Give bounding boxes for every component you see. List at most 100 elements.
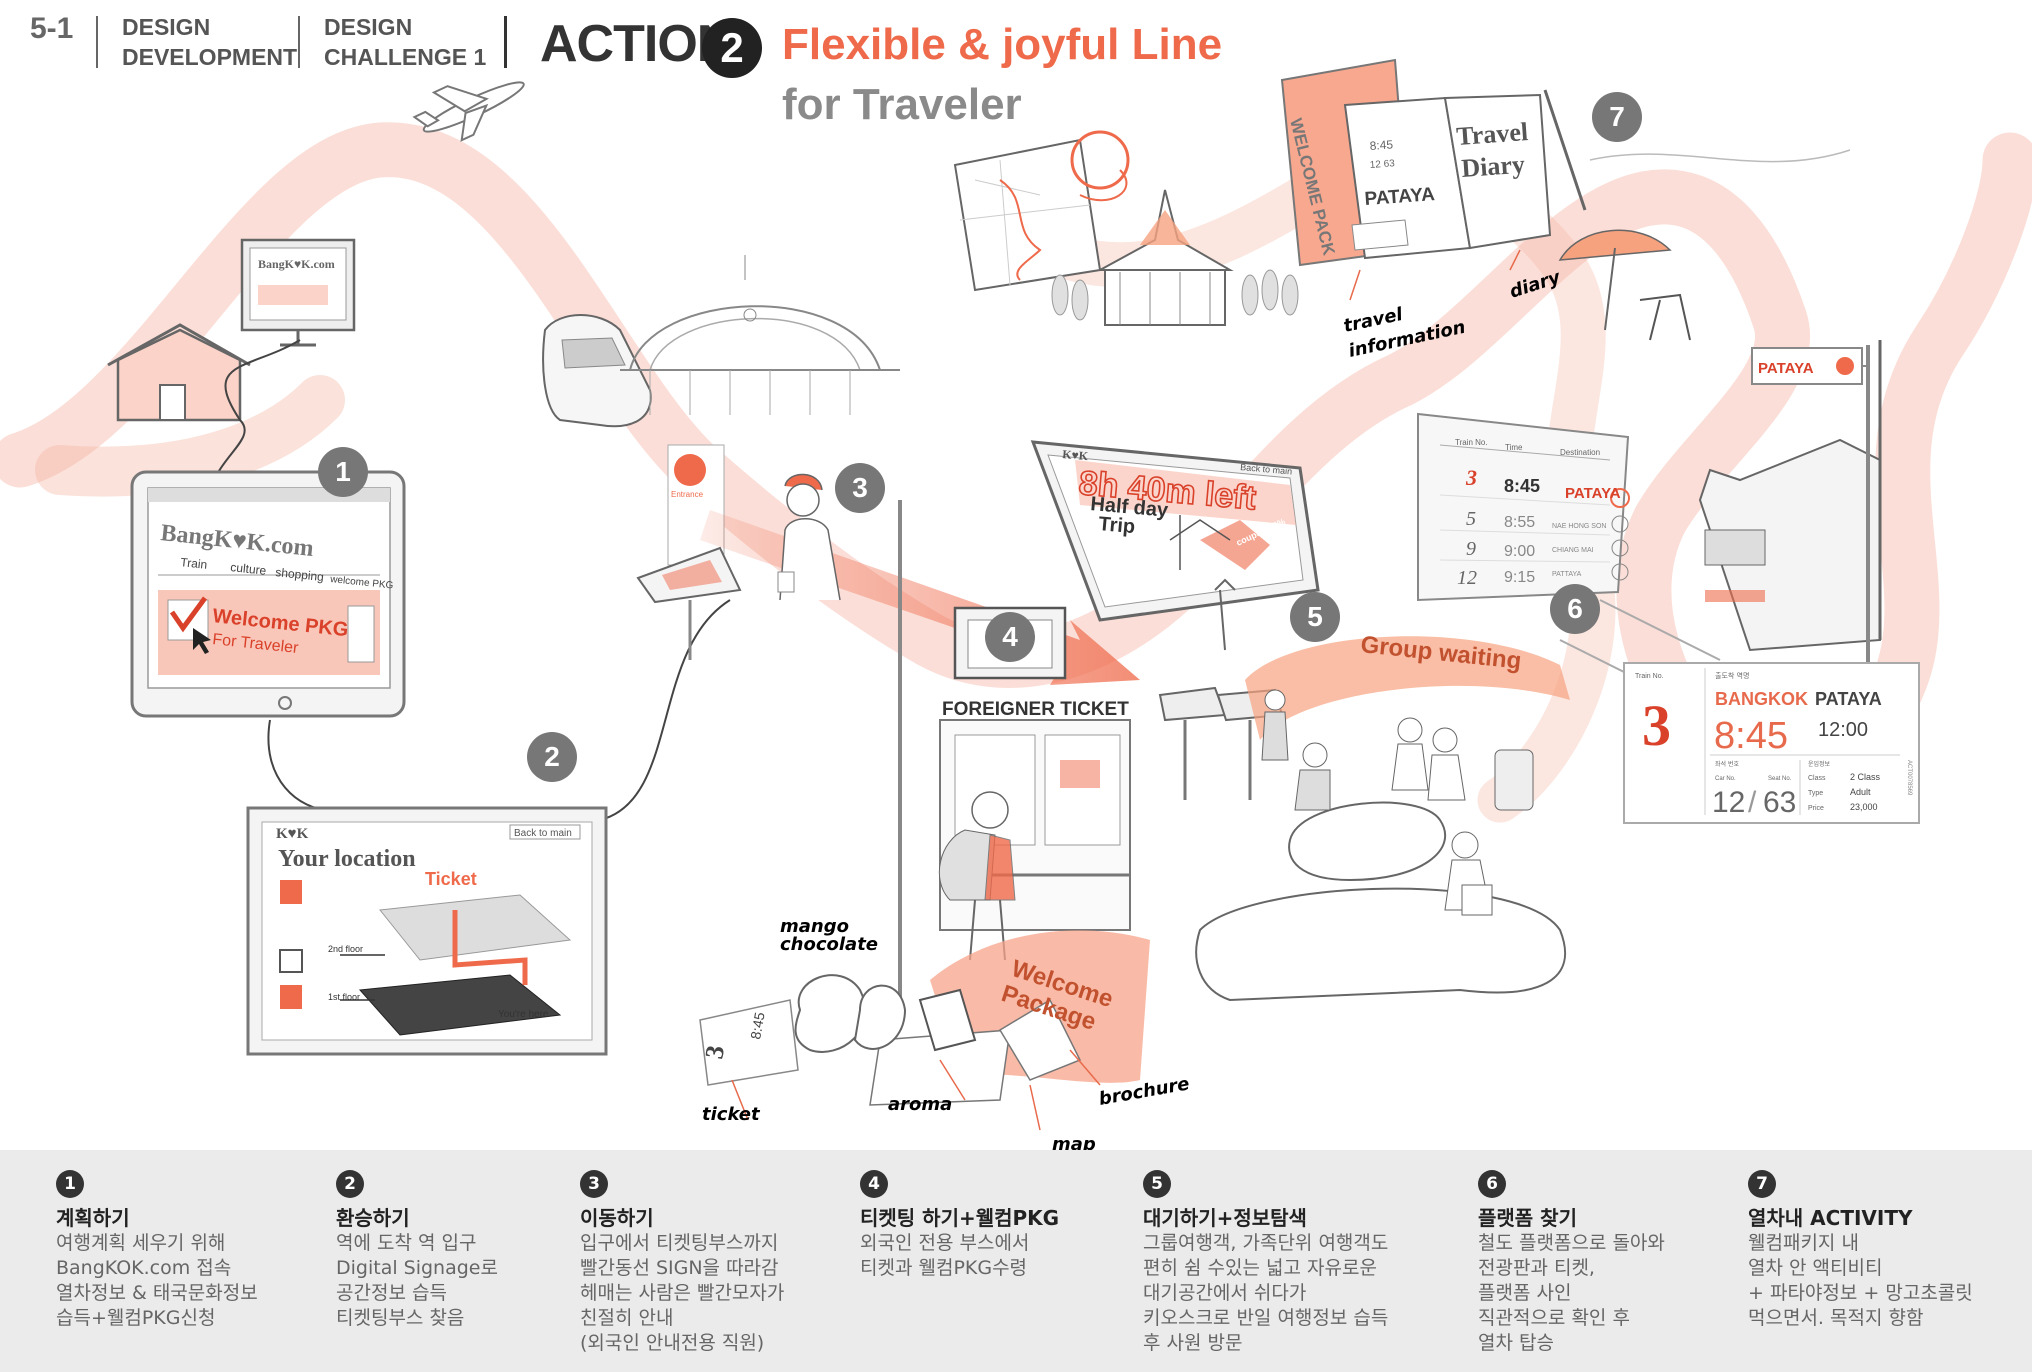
group-waiting-area (1195, 636, 1570, 1002)
step-badge-1: 1 (318, 447, 368, 497)
step-badge-6: 6 (1550, 584, 1600, 634)
ticket-slash: / (1748, 786, 1757, 819)
train-icon (1559, 340, 1882, 701)
step-column-number: 2 (336, 1170, 364, 1198)
board-col-train: Train No. (1455, 438, 1488, 447)
ticket-depart: 8:45 (1714, 715, 1788, 757)
board-row-dest: CHIANG MAI (1552, 547, 1594, 554)
board-col-time: Time (1505, 443, 1523, 452)
step-column-3: 3 이동하기 입구에서 티켓팅부스까지 빨간동선 SIGN을 따라감 헤매는 사… (580, 1170, 870, 1356)
ticket-type-value: Adult (1850, 787, 1871, 797)
step-badge-3: 3 (835, 463, 885, 513)
step-column-number: 3 (580, 1170, 608, 1198)
breadcrumb-line: DEVELOPMENT (122, 44, 298, 70)
entrance-sign (667, 444, 725, 566)
svg-text:BangK♥K.com: BangK♥K.com (258, 257, 335, 271)
step-column-title: 이동하기 (580, 1206, 654, 1230)
ticket-train-number: 3 (1642, 693, 1671, 758)
ticket-class-label: Class (1808, 775, 1826, 782)
step-column-5: 5 대기하기+정보탐색 그룹여행객, 가족단위 여행객도 편히 쉼 수있는 넓고… (1143, 1170, 1463, 1356)
location-screen (246, 806, 608, 1056)
location-ticket-label: Ticket (425, 869, 477, 889)
step-column-4: 4 티켓팅 하기+웰컴PKG 외국인 전용 부스에서 티켓과 웰컴PKG수령 (860, 1170, 1130, 1281)
note-mango: mango (780, 916, 849, 937)
journey-illustration: BangK♥K.com BangK♥K.com Train culture sh… (0, 58, 2032, 1150)
departure-board (1417, 412, 1630, 602)
ticket-train-label: Train No. (1635, 673, 1664, 680)
website-nav-shopping: shopping (275, 565, 325, 584)
header-divider (298, 16, 300, 68)
thailand-map (953, 130, 1130, 292)
board-row-time: 9:15 (1504, 569, 1535, 586)
breadcrumb-line: DESIGN (122, 14, 211, 40)
step-column-title: 플랫폼 찾기 (1478, 1206, 1577, 1230)
diary-title-2: Diary (1460, 150, 1525, 183)
step-column-7: 7 열차내 ACTIVITY 웰컴패키지 내 열차 안 액티비티 + 파타야정보… (1748, 1170, 2028, 1331)
package-ticket-time: 8:45 (747, 1011, 768, 1041)
floor-1-label: 1st floor (328, 992, 360, 1002)
train-ticket (1623, 662, 1920, 824)
kiosk-1 (636, 546, 742, 660)
board-row-no: 12 (1457, 567, 1477, 589)
location-title: Your location (278, 846, 416, 872)
step-badge-4: 4 (985, 612, 1035, 662)
ticket-seat-label: 좌석 번호 (1715, 760, 1739, 768)
website-nav-culture: culture (230, 560, 268, 578)
breadcrumb-line: CHALLENGE 1 (324, 44, 487, 70)
platform-sign-label: PATAYA (1758, 360, 1814, 377)
trip-kiosk (1030, 440, 1320, 651)
ticket-info-label: 운임정보 (1808, 760, 1831, 768)
traveler-backpack (938, 791, 1016, 961)
step-column-number: 4 (860, 1170, 888, 1198)
step-column-title: 대기하기+정보탐색 (1143, 1206, 1307, 1230)
board-row-dest: PATTAYA (1552, 571, 1582, 578)
board-row-time: 8:45 (1504, 476, 1540, 496)
location-screen-logo: K♥K (276, 826, 309, 842)
connector-line (267, 719, 331, 811)
board-row-dest: PATAYA (1565, 485, 1621, 502)
ticket-seatno-label: Seat No. (1768, 776, 1792, 782)
welcome-package (699, 930, 1150, 1131)
board-row-dest: NAE HONG SON (1552, 523, 1606, 530)
step-badge-2: 2 (527, 732, 577, 782)
page-title: Flexible & joyful Line (782, 20, 1223, 69)
board-col-dest: Destination (1560, 448, 1600, 457)
step-column-body: 입구에서 티켓팅부스까지 빨간동선 SIGN을 따라감 헤매는 사람은 빨간모자… (580, 1232, 785, 1354)
ticket-side-code: ACT0078569 (1906, 760, 1912, 796)
website-nav-train: Train (180, 555, 208, 572)
step-column-body: 여행계획 세우기 위해 BangKOK.com 접속 열차정보 & 태국문화정보… (56, 1232, 258, 1329)
journey-path-brush-3 (35, 375, 345, 497)
note-chocolate: chocolate (780, 934, 878, 955)
ticket-seat: 63 (1763, 786, 1796, 819)
floor-2-label: 2nd floor (328, 944, 363, 954)
breadcrumb-design-challenge: DESIGN CHALLENGE 1 (324, 12, 486, 72)
foreigner-ticket-sign: FOREIGNER TICKET (942, 699, 1129, 720)
board-row-no: 3 (1465, 465, 1477, 490)
connector-line (209, 339, 301, 501)
note-ticket: ticket (702, 1104, 761, 1125)
ticket-price-value: 23,000 (1850, 802, 1878, 812)
travel-diary (1280, 58, 1587, 267)
ticket-from: BANGKOK (1715, 689, 1808, 709)
guide-staff (777, 473, 841, 601)
step-column-2: 2 환승하기 역에 도착 역 입구 Digital Signage로 공간정보 … (336, 1170, 606, 1331)
ticket-class-value: 2 Class (1850, 772, 1881, 782)
desktop-monitor: BangK♥K.com (240, 238, 356, 347)
location-back-button: Back to main (514, 828, 572, 839)
step-column-body: 철도 플랫폼으로 돌아와 전광판과 티켓, 플랫폼 사인 직관적으로 확인 후 … (1478, 1232, 1665, 1354)
action-number-badge: 2 (702, 18, 762, 78)
step-column-6: 6 플랫폼 찾기 철도 플랫폼으로 돌아와 전광판과 티켓, 플랫폼 사인 직관… (1478, 1170, 1748, 1356)
note-map: map (1052, 1134, 1096, 1150)
step-column-title: 계획하기 (56, 1206, 130, 1230)
step-column-title: 환승하기 (336, 1206, 410, 1230)
step-column-body: 역에 도착 역 입구 Digital Signage로 공간정보 습득 티켓팅부… (336, 1232, 498, 1329)
connector-line (599, 599, 731, 821)
page-subtitle: for Traveler (782, 80, 1022, 129)
step-column-body: 웰컴패키지 내 열차 안 액티비티 + 파타야정보 + 망고초콜릿 먹으면서. … (1748, 1232, 1973, 1329)
note-aroma: aroma (888, 1094, 952, 1115)
step-column-title: 열차내 ACTIVITY (1748, 1206, 1913, 1230)
ticket-arrive: 12:00 (1818, 719, 1868, 741)
you-are-here-label: You're here (498, 1009, 549, 1020)
action-label: ACTION (540, 15, 734, 73)
package-ticket-number: 3 (699, 1043, 730, 1061)
